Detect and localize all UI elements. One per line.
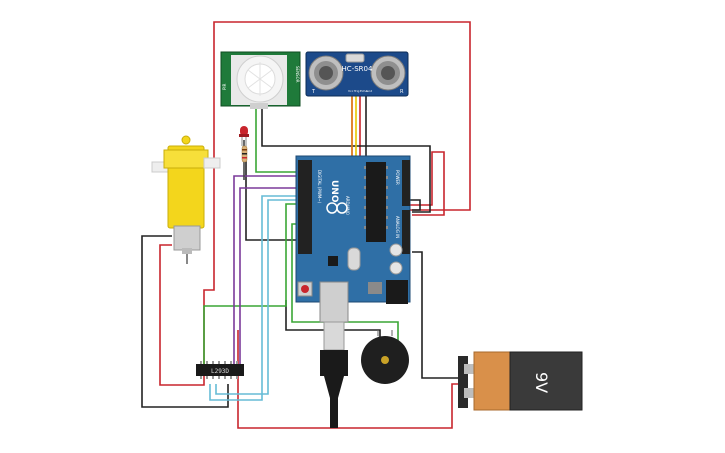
usb-cable[interactable]	[320, 321, 348, 428]
wire-red-battery[interactable]	[237, 330, 462, 429]
dc-jack[interactable]	[386, 280, 408, 304]
resistor[interactable]	[241, 145, 248, 163]
pir-sensor[interactable]: PIR SENSOR	[220, 51, 301, 109]
digital-header[interactable]	[298, 160, 312, 254]
power-header-label: POWER	[395, 170, 400, 185]
driver-pins	[200, 361, 238, 379]
usb-port[interactable]	[319, 281, 349, 323]
capacitor-2	[389, 261, 403, 275]
wire-purple-1[interactable]	[233, 175, 298, 366]
sonar-pin-gnd: Gnd	[366, 89, 372, 93]
wire-green-pir[interactable]	[255, 108, 298, 173]
wire-black-left[interactable]	[141, 235, 229, 408]
wire-green-buzzer[interactable]	[291, 223, 399, 360]
wire-cyan-2[interactable]	[215, 199, 298, 395]
wire-purple-2[interactable]	[239, 187, 298, 366]
arduino-uno-label: UNO	[329, 180, 339, 203]
sonar-pin-trig: Trig	[353, 89, 359, 93]
analog-header-label: ANALOG IN	[395, 216, 400, 238]
arduino-brand-label: ARDUINO	[345, 196, 350, 215]
wire-green-driver[interactable]	[203, 203, 298, 366]
pir-label-right: SENSOR	[295, 66, 300, 83]
analog-header[interactable]	[402, 210, 410, 254]
piezo-buzzer[interactable]	[361, 330, 409, 384]
sonar-label: HC-SR04	[342, 65, 373, 73]
power-header[interactable]	[402, 160, 410, 206]
wire-black-driver[interactable]	[245, 148, 298, 241]
arduino-uno[interactable]: DIGITAL (PWM~) POWER ANALOG IN UNO ARDUI…	[295, 155, 411, 323]
red-led[interactable]	[239, 126, 249, 146]
atmega-chip	[366, 162, 386, 242]
battery-9v[interactable]: 9V	[458, 351, 583, 411]
capacitor-1	[389, 243, 403, 257]
sonar-corner-right: R	[400, 89, 404, 95]
ultrasonic-sensor[interactable]: HC-SR04 T R Vcc Trig Echo Gnd	[305, 51, 409, 97]
dc-motor[interactable]	[151, 135, 221, 264]
wire-cyan-1[interactable]	[209, 195, 298, 401]
sonar-pin-labels: Vcc Trig Echo Gnd	[348, 89, 372, 93]
sonar-pin-echo: Echo	[360, 89, 367, 93]
wire-black-top[interactable]	[261, 108, 431, 213]
pir-label-left: PIR	[222, 83, 227, 90]
motor-driver-chip[interactable]: L293D	[196, 361, 244, 379]
sonar-corner-left: T	[311, 89, 316, 95]
sonar-pin-vcc: Vcc	[348, 89, 354, 93]
chip-pins	[364, 166, 388, 229]
wire-black-battery[interactable]	[412, 251, 462, 379]
digital-header-label: DIGITAL (PWM~)	[317, 170, 322, 204]
reset-button-icon	[301, 285, 309, 293]
crystal	[347, 247, 361, 271]
battery-label: 9V	[532, 372, 551, 393]
driver-label: L293D	[211, 368, 229, 375]
